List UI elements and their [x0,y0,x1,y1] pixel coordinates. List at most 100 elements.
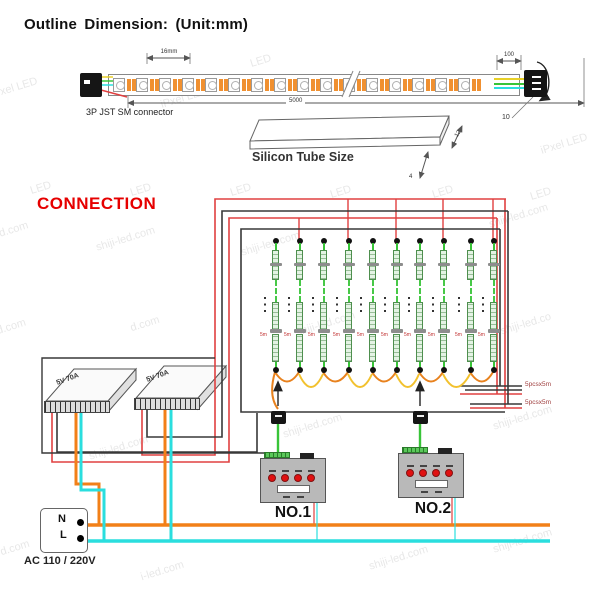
controller2-port [438,448,452,454]
strip-top-connector-dot [272,238,279,244]
solder-pad [334,79,338,91]
solder-pad [196,79,200,91]
controller2-name: NO.2 [414,500,452,517]
dim-length: 5000 [286,98,306,104]
connector-pin [532,76,541,78]
strip-top-connector-dot [490,238,497,244]
led-strip-segment [393,334,400,362]
led-strip-segment [320,334,327,362]
ac-voltage-label: AC 110 / 220V [24,555,96,567]
terminal-n-label: N [58,513,66,525]
solder-pad [311,79,315,91]
controller2-green-terminal [402,447,428,453]
led-chip [435,78,447,92]
button-label [282,470,289,472]
solder-pad [127,79,131,91]
led-lens [322,81,332,90]
dotted-green-link [442,280,445,302]
psu2-terminal-strip [134,398,200,410]
strip-bottom-connector-dot [490,367,497,373]
led-lens [230,81,240,90]
strip-joint-bar [487,329,500,333]
led-chip [412,78,424,92]
button-label [407,465,414,467]
data-connector-1 [271,411,286,424]
solder-pad [357,79,361,91]
continuation-dots [458,297,460,313]
strip-length-label: 5m [455,332,462,338]
strip-joint-bar [293,329,306,333]
dim-pitch: 16mm [160,49,178,55]
solder-pad [361,79,366,91]
jst-connector-left [80,73,102,97]
label-bar [297,496,304,498]
connector-slot [84,80,90,84]
green-wire-stub [442,243,445,251]
label-bar [435,491,442,493]
strip-joint-bar [342,329,355,333]
solder-pad [242,79,246,91]
label-bar [283,496,290,498]
solder-pad [453,79,458,91]
led-lens [207,81,217,90]
strip-joint-bar [437,263,450,266]
led-lens [276,81,286,90]
controller-button [419,469,427,477]
strip-joint-bar [464,263,477,266]
led-chip [389,78,401,92]
dotted-green-link [469,280,472,302]
connection-title: CONNECTION [37,194,157,213]
led-chip [320,78,332,92]
connector-pin [532,82,541,84]
led-strip-segment [393,302,400,330]
led-strip-drawing [108,74,520,96]
controller-button [406,469,414,477]
strip-joint-bar [366,263,379,266]
solder-pad [472,79,476,91]
led-strip-segment [416,302,423,330]
solder-pad [269,79,274,91]
led-chip [458,78,470,92]
solder-pad [315,79,320,91]
led-lens [368,81,378,90]
led-chip [297,78,309,92]
led-strip-segment [296,302,303,330]
strip-top-connector-dot [320,238,327,244]
green-wire-stub [371,362,374,368]
led-chip [113,78,125,92]
dotted-green-link [492,280,495,302]
strip-bottom-connector-dot [467,367,474,373]
strip-bottom-connector-dot [345,367,352,373]
solder-pad [200,79,205,91]
solder-pad [219,79,223,91]
strip-bottom-connector-dot [440,367,447,373]
led-lens [299,81,309,90]
led-strip-segment [272,334,279,362]
green-wire-stub [469,362,472,368]
controller-button [268,474,276,482]
controller-button [445,469,453,477]
solder-pad [403,79,407,91]
continuation-dots [408,297,410,313]
button-label [420,465,427,467]
connector-mark [417,415,424,417]
strip-length-label: 5m [381,332,388,338]
solder-pad [223,79,228,91]
button-label [446,465,453,467]
green-wire-stub [469,243,472,251]
continuation-dots [360,297,362,313]
connector-mark [275,415,282,417]
psu1-terminal-strip [44,401,110,413]
solder-pad [150,79,154,91]
connector-pin [532,88,541,90]
silicon-tube-label: Silicon Tube Size [252,150,354,164]
led-chip [274,78,286,92]
strip-joint-bar [437,329,450,333]
solder-pad [288,79,292,91]
green-wire-stub [298,362,301,368]
controller1-green-terminal [264,452,290,458]
strip-joint-bar [390,329,403,333]
led-chip [228,78,240,92]
led-strip-segment [296,334,303,362]
